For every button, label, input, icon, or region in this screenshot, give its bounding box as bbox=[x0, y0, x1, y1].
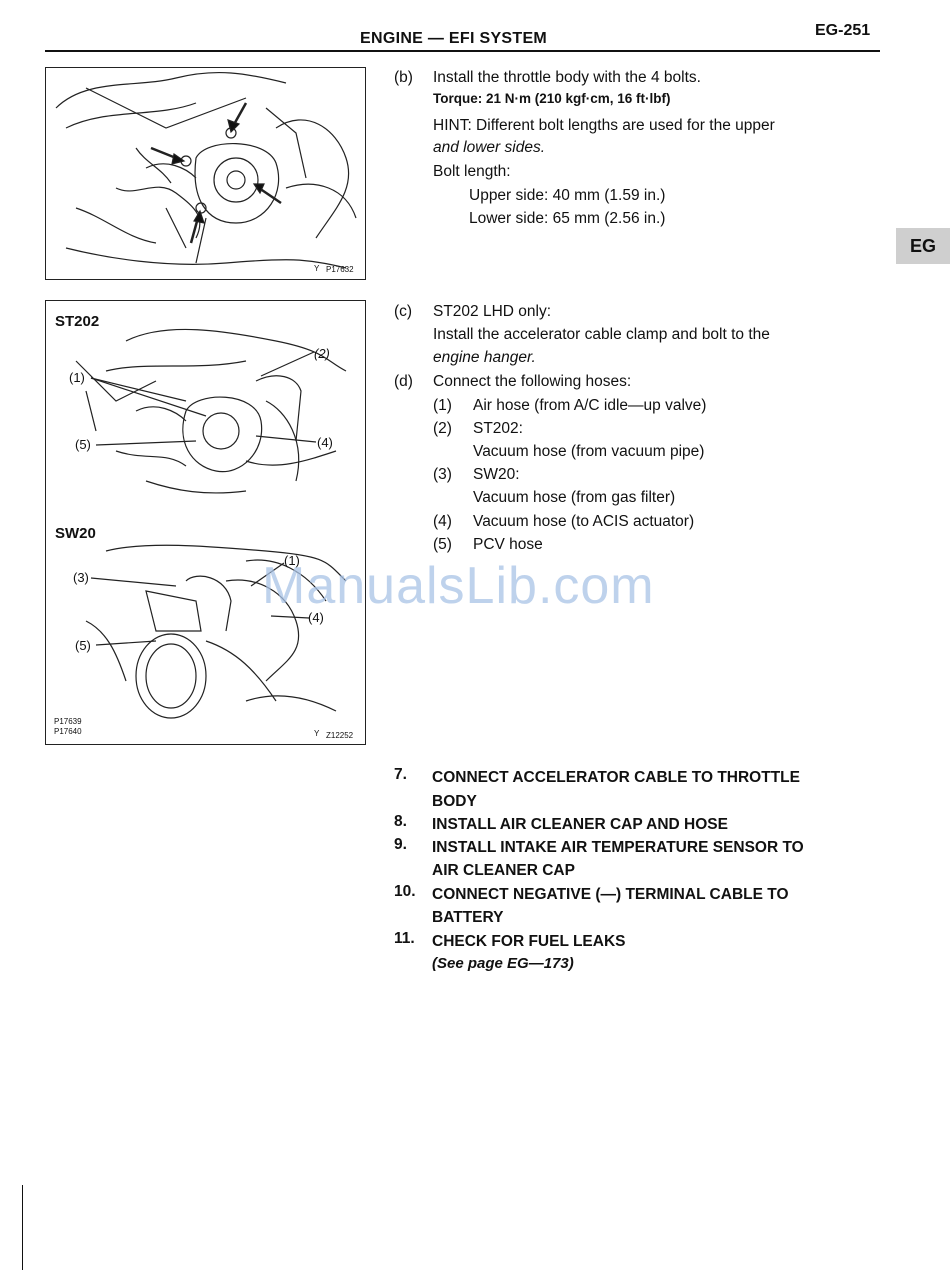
step-number: 10. bbox=[394, 883, 416, 900]
section-title: ENGINE — EFI SYSTEM bbox=[360, 30, 548, 47]
figure-code-prefix: Y bbox=[314, 264, 320, 273]
hose-item-text: Vacuum hose (from vacuum pipe) bbox=[473, 443, 705, 460]
step-number: 7. bbox=[394, 766, 407, 783]
panel-label-sw20: SW20 bbox=[55, 525, 96, 542]
hose-item-text: SW20: bbox=[473, 466, 520, 483]
step-text: CONNECT ACCELERATOR CABLE TO THROTTLE bbox=[432, 769, 800, 786]
step-c-marker: (c) bbox=[394, 303, 413, 320]
figure-code: P17632 bbox=[326, 265, 354, 274]
header-rule bbox=[45, 50, 880, 52]
step-d-marker: (d) bbox=[394, 373, 413, 390]
hose-item-number: (3) bbox=[433, 466, 452, 483]
see-page-reference: (See page EG—173) bbox=[432, 955, 574, 972]
step-b-hint-1: HINT: Different bolt lengths are used fo… bbox=[433, 117, 775, 134]
watermark: ManualsLib.com bbox=[262, 557, 655, 615]
callout-st202-2: (2) bbox=[314, 346, 330, 361]
step-text: BODY bbox=[432, 793, 477, 810]
hose-connections-illustration bbox=[75, 328, 347, 719]
step-b-torque: Torque: 21 N·m (210 kgf·cm, 16 ft·lbf) bbox=[433, 91, 671, 106]
hose-item-number: (4) bbox=[433, 513, 452, 530]
callout-sw20-5: (5) bbox=[75, 638, 91, 653]
hose-item-text: Vacuum hose (from gas filter) bbox=[473, 489, 676, 506]
hose-item-text: Air hose (from A/C idle—up valve) bbox=[473, 397, 707, 414]
callout-st202-1: (1) bbox=[69, 370, 85, 385]
step-c-line-2: Install the accelerator cable clamp and … bbox=[433, 326, 770, 343]
step-number: 9. bbox=[394, 836, 407, 853]
page-number: EG-251 bbox=[815, 22, 871, 39]
hose-item-text: ST202: bbox=[473, 420, 523, 437]
figure-code: Z12252 bbox=[326, 731, 354, 740]
step-text: INSTALL AIR CLEANER CAP AND HOSE bbox=[432, 816, 728, 833]
callout-sw20-4: (4) bbox=[308, 610, 324, 625]
hose-item-number: (2) bbox=[433, 420, 452, 437]
step-text: AIR CLEANER CAP bbox=[432, 862, 575, 879]
step-number: 11. bbox=[394, 930, 415, 947]
step-c-line-3: engine hanger. bbox=[433, 349, 536, 366]
hose-item-text: Vacuum hose (to ACIS actuator) bbox=[473, 513, 695, 530]
figure-code-left-2: P17640 bbox=[54, 727, 82, 736]
step-number: 8. bbox=[394, 813, 407, 830]
step-text: BATTERY bbox=[432, 909, 504, 926]
step-b-hint-2: and lower sides. bbox=[433, 139, 546, 156]
step-b-upper: Upper side: 40 mm (1.59 in.) bbox=[469, 187, 666, 204]
figure-code-left-1: P17639 bbox=[54, 717, 82, 726]
panel-label-st202: ST202 bbox=[55, 313, 100, 330]
figure-throttle-body: Y P17632 bbox=[45, 67, 366, 280]
throttle-body-illustration bbox=[55, 71, 357, 269]
hose-item-text: PCV hose bbox=[473, 536, 543, 553]
callout-sw20-1: (1) bbox=[284, 553, 300, 568]
section-tab: EG bbox=[896, 228, 950, 264]
figure-hose-connections: ST202 (1) (2) (4) (5) SW20 (1) (3) (4) (… bbox=[45, 300, 366, 745]
step-text: INSTALL INTAKE AIR TEMPERATURE SENSOR TO bbox=[432, 839, 804, 856]
step-b-bolt-length: Bolt length: bbox=[433, 163, 511, 180]
step-b-main: Install the throttle body with the 4 bol… bbox=[433, 69, 701, 86]
step-text: CONNECT NEGATIVE (—) TERMINAL CABLE TO bbox=[432, 886, 789, 903]
step-c-line-1: ST202 LHD only: bbox=[433, 303, 552, 320]
step-b-lower: Lower side: 65 mm (2.56 in.) bbox=[469, 210, 666, 227]
callout-sw20-3: (3) bbox=[73, 570, 89, 585]
step-b-marker: (b) bbox=[394, 69, 413, 86]
callout-st202-4: (4) bbox=[317, 435, 333, 450]
binding-edge-line bbox=[22, 1185, 23, 1270]
step-text: CHECK FOR FUEL LEAKS bbox=[432, 933, 626, 950]
figure-code-prefix: Y bbox=[314, 729, 320, 738]
hose-item-number: (1) bbox=[433, 397, 452, 414]
step-d-intro: Connect the following hoses: bbox=[433, 373, 632, 390]
callout-st202-5: (5) bbox=[75, 437, 91, 452]
hose-item-number: (5) bbox=[433, 536, 452, 553]
